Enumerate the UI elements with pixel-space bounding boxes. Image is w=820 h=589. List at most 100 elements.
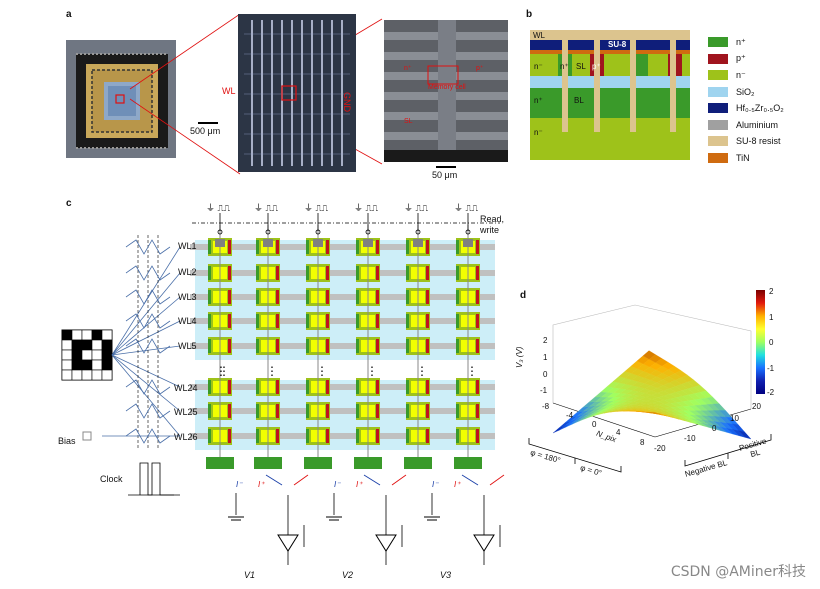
- cell-nplus: [208, 314, 211, 328]
- chip-photo: [66, 40, 176, 158]
- cell-pplus: [276, 266, 279, 280]
- legend-label: SU-8 resist: [736, 136, 781, 146]
- x-axis: [552, 402, 656, 438]
- word-line: [190, 384, 495, 390]
- cell-pplus: [326, 380, 329, 394]
- pixel: [61, 359, 73, 371]
- integrator-amp: [277, 534, 299, 552]
- waveform: [125, 338, 171, 354]
- cell-nplus: [306, 429, 309, 443]
- cell-nplus: [306, 290, 309, 304]
- xs-label-wl: WL: [533, 31, 545, 40]
- cell-nplus: [406, 380, 409, 394]
- cell-pplus: [276, 380, 279, 394]
- legend-item: n⁺: [708, 36, 746, 48]
- top-source: ⏚ ⎍⎍: [354, 203, 379, 213]
- colorbar-tick-m2: -2: [767, 388, 775, 397]
- pixel: [91, 339, 103, 351]
- bias-label: Bias: [58, 436, 76, 446]
- pixel: [101, 349, 113, 361]
- cell-nplus: [356, 240, 359, 254]
- cell-pplus: [326, 339, 329, 353]
- fanout-arrow: [111, 354, 181, 412]
- scale-label-right: 50 μm: [432, 170, 458, 180]
- cell-pplus: [228, 240, 231, 254]
- colorbar-tick-1: 1: [769, 313, 774, 322]
- ellipsis: ⋮: [218, 364, 230, 378]
- sem-label-pplus: p⁺: [476, 65, 484, 72]
- cell-pplus: [228, 380, 231, 394]
- cell-pplus: [276, 404, 279, 418]
- legend-swatch: [708, 70, 728, 80]
- cell-nplus: [306, 266, 309, 280]
- d-xtick-8: 8: [640, 438, 645, 447]
- cell-pplus: [476, 380, 479, 394]
- crossbar-array: ⏚ ⎍⎍⏚ ⎍⎍⏚ ⎍⎍⏚ ⎍⎍⏚ ⎍⎍⏚ ⎍⎍⋮⋮⋮⋮⋮⋮⋮: [61, 203, 505, 565]
- wl-label-24: WL24: [174, 383, 198, 393]
- d-xtick-0: 0: [592, 420, 597, 429]
- cell-nplus: [406, 404, 409, 418]
- output-v3: V3: [440, 570, 452, 580]
- cell-nplus: [306, 314, 309, 328]
- legend-swatch: [708, 103, 728, 113]
- clock-label: Clock: [100, 474, 123, 484]
- bl-contact: [263, 239, 273, 247]
- cell-pplus: [426, 429, 429, 443]
- read-write-line1: Read,: [480, 214, 505, 224]
- cell-pplus: [426, 339, 429, 353]
- waveform: [125, 239, 171, 255]
- switch-node: [265, 229, 271, 235]
- d-ytick-0: 0: [712, 424, 717, 433]
- panel-d-letter: d: [520, 290, 527, 301]
- cell-pplus: [426, 290, 429, 304]
- cell-nplus: [208, 380, 211, 394]
- cell-nplus: [356, 290, 359, 304]
- cell-pplus: [476, 290, 479, 304]
- cell-pplus: [476, 429, 479, 443]
- d-ytick-m10: -10: [684, 434, 696, 443]
- output-v2: V2: [342, 570, 354, 580]
- cell-nplus: [306, 404, 309, 418]
- fanout-arrow: [111, 320, 181, 356]
- xs-label-pplus: p⁺: [592, 62, 601, 71]
- cell-nplus: [208, 266, 211, 280]
- fanout-arrow: [111, 354, 181, 437]
- cell-pplus: [376, 339, 379, 353]
- surface-plot: [552, 304, 752, 440]
- cell-pplus: [476, 314, 479, 328]
- pixel: [71, 329, 83, 341]
- current-arrow-minus: [363, 474, 381, 486]
- cell-nplus: [456, 404, 459, 418]
- d-ztick-m1: -1: [540, 386, 548, 395]
- bl-contact: [463, 239, 473, 247]
- sem-image: [384, 20, 508, 162]
- legend-item: TiN: [708, 152, 750, 164]
- fanout-arrow: [111, 354, 181, 388]
- fanout-arrow: [111, 345, 181, 356]
- wl-label-26: WL26: [174, 432, 198, 442]
- cell-nplus: [208, 429, 211, 443]
- current-minus-1: I⁻: [236, 480, 243, 489]
- cell-nplus: [406, 240, 409, 254]
- ellipsis: ⋮: [466, 364, 478, 378]
- pixel: [101, 339, 113, 351]
- cell-nplus: [208, 240, 211, 254]
- cell-nplus: [356, 339, 359, 353]
- panel-a-letter: a: [66, 9, 72, 20]
- xs-label-nplus-top: n⁺: [560, 62, 569, 71]
- cell-pplus: [376, 429, 379, 443]
- axis-box: [552, 304, 752, 409]
- cell-pplus: [326, 429, 329, 443]
- cell-nplus: [208, 290, 211, 304]
- clock-waveform: [139, 462, 174, 496]
- cell-nplus: [256, 240, 259, 254]
- word-line: [190, 244, 495, 250]
- cell-nplus: [208, 404, 211, 418]
- cell-nplus: [356, 380, 359, 394]
- waveform: [125, 379, 171, 395]
- xs-label-nplus-bottom: n⁺: [534, 96, 543, 105]
- legend-label: p⁺: [736, 53, 746, 63]
- d-zlabel: V₃ (V): [515, 346, 524, 368]
- cell-nplus: [256, 314, 259, 328]
- label-wl: WL: [222, 86, 236, 96]
